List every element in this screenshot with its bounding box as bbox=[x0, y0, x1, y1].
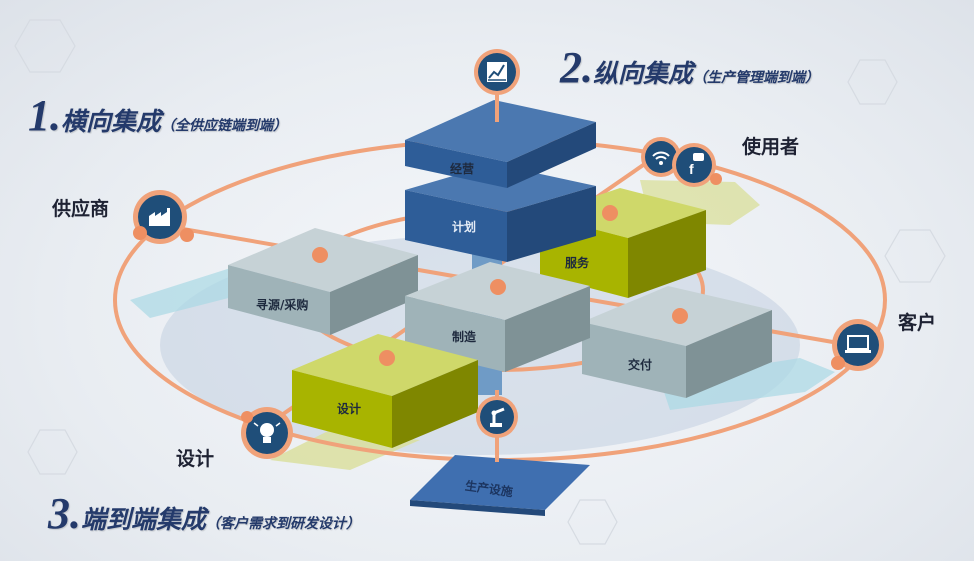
sourcing-label: 寻源/采购 bbox=[256, 298, 309, 312]
heading-vertical-number: 2. bbox=[560, 43, 593, 92]
user-label: 使用者 bbox=[742, 136, 800, 158]
manufacturing-label: 制造 bbox=[452, 330, 477, 344]
operations-block bbox=[405, 100, 596, 188]
heading-horizontal-number: 1. bbox=[28, 91, 61, 140]
service-label: 服务 bbox=[565, 256, 590, 270]
planning-block bbox=[405, 164, 596, 262]
svg-text:f: f bbox=[689, 161, 694, 177]
heading-horizontal: 1.横向集成（全供应链端到端） bbox=[28, 90, 287, 141]
heading-vertical-title: 纵向集成 bbox=[593, 61, 694, 88]
heading-horizontal-title: 横向集成 bbox=[61, 109, 162, 136]
heading-end-to-end: 3.端到端集成（客户需求到研发设计） bbox=[48, 488, 360, 539]
social-icon: f bbox=[672, 143, 722, 187]
supplier-label: 供应商 bbox=[52, 198, 110, 220]
laptop-icon bbox=[831, 319, 884, 371]
design-block-label: 设计 bbox=[337, 402, 362, 416]
design-node-label: 设计 bbox=[176, 448, 215, 470]
factory-icon bbox=[133, 190, 194, 244]
customer-label: 客户 bbox=[898, 312, 937, 334]
wifi-icon bbox=[641, 137, 681, 177]
heading-end-to-end-title: 端到端集成 bbox=[81, 507, 207, 534]
heading-end-to-end-sub: （客户需求到研发设计） bbox=[206, 517, 361, 532]
lightbulb-icon bbox=[241, 407, 293, 459]
delivery-label: 交付 bbox=[628, 358, 653, 372]
background-hexagons bbox=[14, 19, 946, 545]
heading-end-to-end-number: 3. bbox=[48, 489, 81, 538]
heading-horizontal-sub: （全供应链端到端） bbox=[161, 119, 288, 134]
heading-vertical: 2.纵向集成（生产管理端到端） bbox=[560, 42, 819, 93]
intersection-dots bbox=[312, 205, 688, 366]
line-chart-icon bbox=[474, 49, 520, 95]
heading-vertical-sub: （生产管理端到端） bbox=[693, 71, 820, 86]
flow-arrow-right-bottom bbox=[660, 358, 835, 410]
robot-arm-icon bbox=[476, 396, 518, 438]
planning-label: 计划 bbox=[452, 220, 477, 234]
flow-arrow-left bbox=[130, 265, 260, 318]
equipment-plate bbox=[410, 455, 590, 516]
operations-label: 经营 bbox=[450, 162, 475, 176]
